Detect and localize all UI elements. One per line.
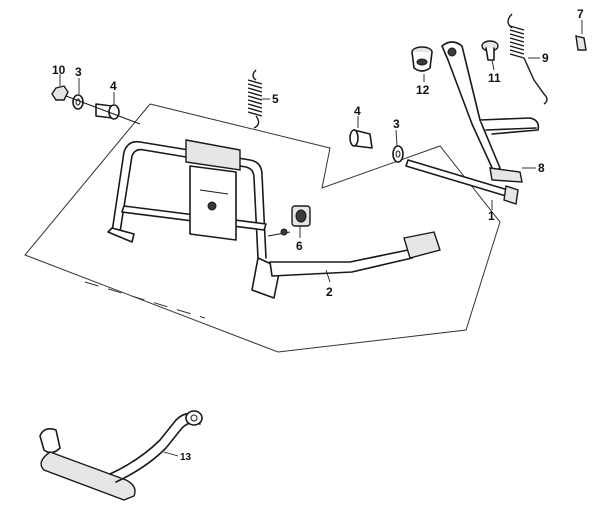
right-hardware (349, 129, 519, 205)
callout-11: 11 (488, 71, 501, 85)
small-bolt (575, 35, 587, 51)
main-stand (107, 139, 441, 299)
callout-3-right: 3 (393, 117, 400, 131)
rubber-stop (291, 205, 311, 227)
callout-1: 1 (488, 209, 495, 223)
kick-starter (39, 410, 203, 501)
side-stand-spring (507, 13, 548, 105)
callout-4-left: 4 (110, 79, 117, 93)
callout-9: 9 (542, 51, 549, 65)
callout-3-left: 3 (75, 65, 82, 79)
callout-4-right: 4 (354, 104, 361, 118)
callout-13: 13 (180, 452, 192, 463)
callout-8: 8 (538, 161, 545, 175)
leader-lines (59, 20, 583, 457)
left-hardware (51, 85, 141, 125)
callout-5: 5 (272, 92, 279, 106)
side-stand-bushing (411, 46, 433, 72)
callout-12: 12 (416, 83, 430, 97)
callout-10: 10 (52, 63, 66, 77)
side-stand (441, 41, 540, 183)
stand-spring (247, 69, 263, 129)
side-stand-bolt (481, 40, 499, 61)
callout-6: 6 (296, 239, 303, 253)
callout-2: 2 (326, 285, 333, 299)
callout-7: 7 (577, 7, 584, 21)
assembly-frame (24, 103, 501, 353)
callout-labels: 1 2 3 3 4 4 5 6 7 8 9 10 11 12 13 (52, 7, 584, 463)
